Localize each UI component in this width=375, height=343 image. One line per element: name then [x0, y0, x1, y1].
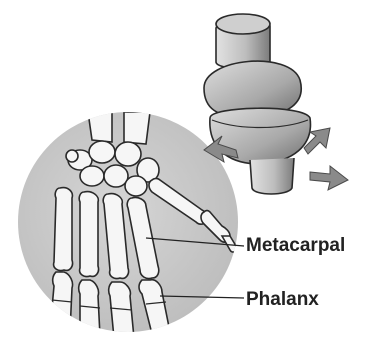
ulna-bone — [124, 112, 150, 144]
metacarpal-label: Metacarpal — [246, 235, 345, 256]
phalanx-label: Phalanx — [246, 289, 319, 310]
motion-arrow-right-icon — [310, 166, 348, 190]
hand-skeleton-inset — [18, 112, 238, 338]
radius-bone — [88, 112, 112, 142]
